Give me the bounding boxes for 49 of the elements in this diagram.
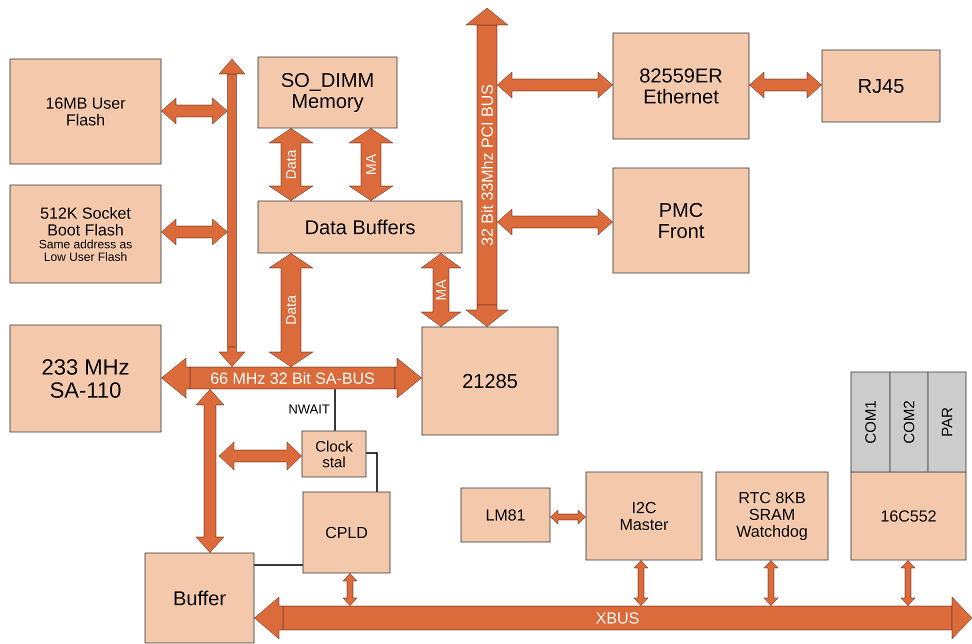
block-box: CPLD (302, 492, 390, 574)
block-box: Buffer (144, 552, 254, 644)
block-box: PMC Front (612, 168, 750, 274)
arrow (952, 596, 972, 640)
block-box: SO_DIMM Memory (258, 56, 398, 128)
block-box: 233 MHz SA-110 (10, 324, 162, 432)
arrow (466, 304, 508, 327)
double-arrow (497, 72, 613, 98)
port-box: PAR (928, 372, 966, 472)
edge-label: Data (286, 294, 296, 326)
double-arrow (550, 510, 586, 524)
block-box: 512K Socket Boot Flash Same address as Low User Flash (10, 184, 162, 284)
double-arrow (161, 218, 228, 246)
block-box: Clock stal (302, 430, 366, 478)
double-arrow (764, 560, 778, 606)
block-box: Data Buffers (258, 200, 462, 254)
edge-label: NWAIT (287, 404, 331, 414)
block-box: 82559ER Ethernet (612, 32, 750, 140)
signal-line (366, 452, 378, 492)
double-arrow (900, 560, 916, 606)
signal-line (254, 564, 303, 566)
arrow (218, 58, 246, 74)
block-box: 16MB User Flash (10, 58, 162, 164)
signal-line (334, 389, 336, 431)
arrow (394, 358, 422, 398)
double-arrow (342, 573, 358, 606)
double-arrow (634, 560, 648, 606)
edge-label: Data (286, 149, 296, 180)
block-box: 21285 (422, 326, 558, 436)
double-arrow (268, 253, 314, 367)
double-arrow (749, 72, 822, 98)
port-box: COM2 (890, 372, 928, 472)
block-box: LM81 (460, 488, 550, 542)
edge-label: MA (436, 279, 446, 301)
block-box: RTC 8KB SRAM Watchdog (716, 472, 828, 560)
double-arrow (196, 389, 224, 553)
arrow (254, 596, 284, 640)
arrow (466, 8, 508, 26)
port-box: COM1 (850, 372, 890, 472)
block-box: I2C Master (586, 472, 702, 560)
block-box: RJ45 (822, 50, 940, 122)
double-arrow (218, 442, 302, 470)
double-arrow (497, 208, 613, 236)
edge-label: MA (366, 154, 376, 176)
arrow (218, 346, 246, 367)
double-arrow (161, 98, 228, 124)
arrow (161, 358, 190, 398)
block-box: 16C552 (850, 472, 966, 560)
bus-bar: 66 MHz 32 Bit SA-BUS (190, 366, 396, 390)
